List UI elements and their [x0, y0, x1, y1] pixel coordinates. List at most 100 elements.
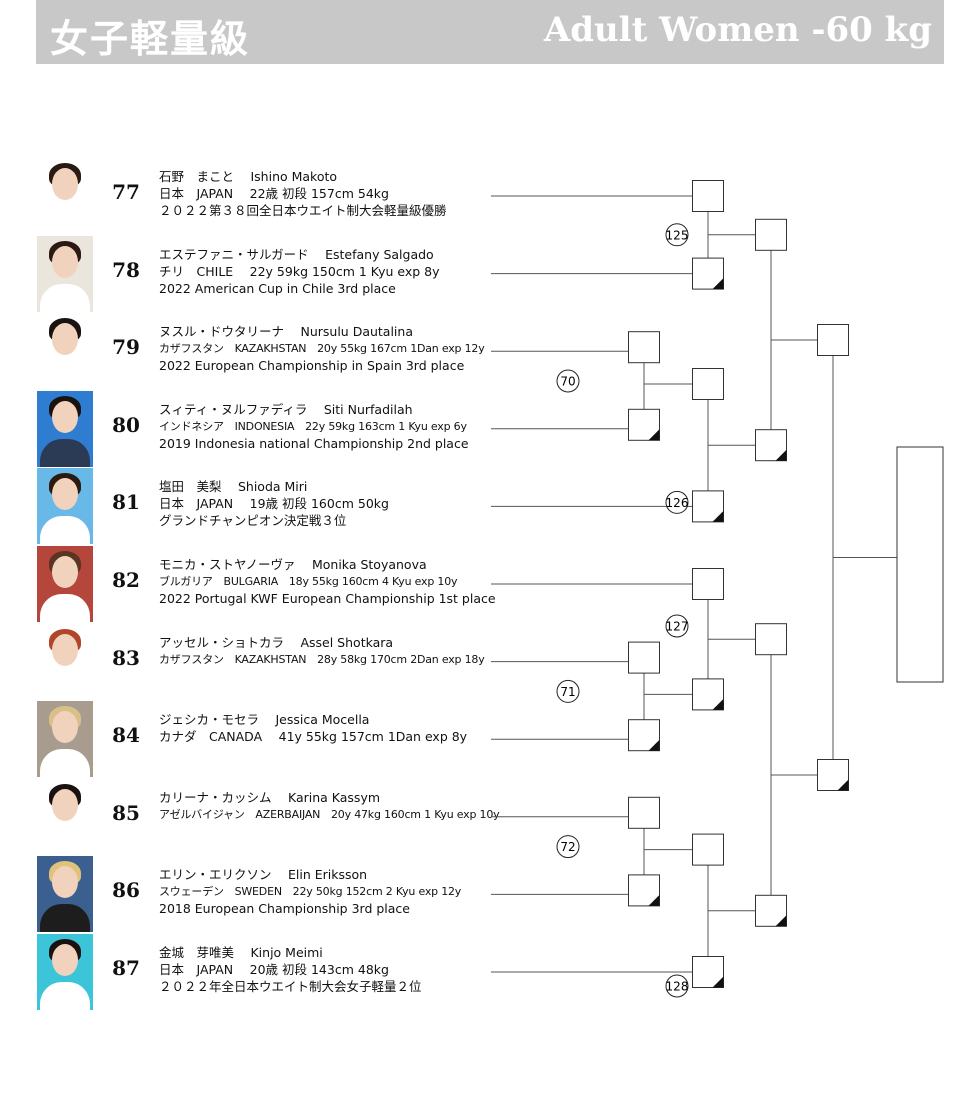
competitor-info: チリ CHILE 22y 59kg 150cm 1 Kyu exp 8y — [159, 263, 440, 279]
competitor-info: カザフスタン KAZAKHSTAN 28y 58kg 170cm 2Dan ex… — [159, 652, 485, 666]
match-number-label: 125 — [666, 228, 689, 242]
match-number-label: 71 — [560, 685, 575, 699]
competitor-photo — [37, 235, 93, 312]
competitor-name: 金城 芽唯美 Kinjo Meimi — [159, 945, 323, 960]
aka-corner-mark — [775, 449, 787, 461]
competitor-number: 87 — [112, 956, 140, 980]
competitor-name: ヌスル・ドウタリーナ Nursulu Dautalina — [159, 324, 413, 340]
match-number: 72 — [556, 835, 580, 859]
aka-corner-mark — [712, 278, 724, 290]
aka-corner-mark — [648, 894, 660, 906]
competitor-photo — [37, 778, 93, 855]
competitor-result: ２０２２第３８回全日本ウエイト制大会軽量級優勝 — [159, 203, 447, 218]
competitor-name: 石野 まこと Ishino Makoto — [159, 169, 338, 184]
competitor-photo — [37, 934, 93, 1010]
competitor-photo — [37, 623, 93, 700]
competitor-photo — [37, 856, 93, 933]
competitor-info: ブルガリア BULGARIA 18y 55kg 160cm 4 Kyu exp … — [159, 575, 458, 588]
photo-gi — [40, 361, 90, 390]
photo-gi — [40, 516, 90, 545]
competitor-number: 83 — [112, 645, 140, 670]
competitor-name: カリーナ・カッシム Karina Kassym — [159, 789, 381, 805]
photo-gi — [40, 438, 90, 467]
competitor-photo — [37, 313, 93, 390]
aka-corner-mark — [712, 698, 724, 710]
photo-gi — [40, 206, 90, 234]
photo-face — [52, 400, 78, 433]
competitor-photo — [37, 390, 93, 467]
aka-corner-mark — [648, 429, 660, 441]
competitor-number: 85 — [112, 800, 140, 825]
match-number-label: 126 — [666, 496, 689, 510]
bracket-box — [692, 180, 724, 212]
competitor-details: モニカ・ストヤノーヴァ Monika Stoyanova ブルガリア BULGAR… — [159, 556, 496, 607]
champion-box — [896, 446, 944, 683]
bracket-box — [692, 833, 724, 866]
photo-gi — [40, 671, 90, 700]
photo-gi — [40, 594, 90, 622]
competitor-name: スィティ・ヌルファディラ Siti Nurfadilah — [159, 401, 413, 417]
match-number-circle — [665, 614, 689, 638]
header-bar: 女子軽量級 Adult Women -60 kg — [36, 0, 944, 64]
photo-gi — [40, 749, 90, 778]
competitor-name: ジェシカ・モセラ Jessica Mocella — [159, 712, 370, 728]
competitor-name: エステファニ・サルガード Estefany Salgado — [159, 246, 434, 262]
competitor-photo — [37, 158, 93, 234]
photo-face — [52, 711, 78, 744]
competitor-row: 83 アッセル・ショトカラ Assel Shotkara カザフスタン KAZAKH… — [0, 623, 500, 702]
competitor-result: 2022 Portugal KWF European Championship … — [159, 591, 496, 606]
competitor-result: 2022 American Cup in Chile 3rd place — [159, 280, 396, 296]
match-number-circle — [556, 835, 580, 859]
competitor-info: カザフスタン KAZAKHSTAN 20y 55kg 167cm 1Dan ex… — [159, 342, 485, 356]
competitor-row: 82 モニカ・ストヤノーヴァ Monika Stoyanova ブルガリア BULG… — [0, 546, 500, 624]
match-number: 125 — [665, 223, 689, 247]
bracket-box — [692, 368, 724, 400]
aka-corner-mark — [775, 915, 787, 927]
bracket-box — [628, 331, 660, 364]
competitor-result: 2022 European Championship in Spain 3rd … — [159, 358, 465, 374]
photo-gi — [40, 982, 90, 1010]
photo-gi — [40, 283, 90, 312]
match-number-circle — [665, 974, 689, 998]
match-number: 70 — [556, 369, 580, 393]
bracket-box — [628, 796, 660, 829]
competitor-photo — [37, 701, 93, 778]
competitor-number: 80 — [112, 412, 140, 437]
match-number-circle — [665, 223, 689, 247]
competitor-name: エリン・エリクソン Elin Eriksson — [159, 867, 368, 883]
competitor-photo — [37, 546, 93, 622]
photo-face — [52, 478, 78, 511]
competitor-name: モニカ・ストヤノーヴァ Monika Stoyanova — [159, 557, 427, 572]
competitor-details: エリン・エリクソン Elin Eriksson スウェーデン SWEDEN 22y… — [159, 866, 461, 917]
match-number-label: 127 — [666, 620, 689, 634]
aka-corner-mark — [648, 739, 660, 751]
competitor-name: アッセル・ショトカラ Assel Shotkara — [159, 634, 394, 650]
photo-face — [52, 245, 78, 278]
match-number: 128 — [665, 974, 689, 998]
competitor-details: ヌスル・ドウタリーナ Nursulu Dautalina カザフスタン KAZAK… — [159, 323, 485, 374]
competitor-info: 日本 JAPAN 20歳 初段 143cm 48kg — [159, 962, 389, 977]
photo-face — [52, 866, 78, 899]
competitor-row: 87 金城 芽唯美 Kinjo Meimi 日本 JAPAN 20歳 初段 143c… — [0, 934, 500, 1012]
competitor-number: 81 — [112, 490, 140, 515]
competitor-photo — [37, 468, 93, 545]
competitor-result: 2019 Indonesia national Championship 2nd… — [159, 435, 469, 451]
aka-corner-mark — [712, 976, 724, 988]
competitor-info: スウェーデン SWEDEN 22y 50kg 152cm 2 Kyu exp 1… — [159, 885, 462, 899]
competitor-number: 82 — [112, 568, 140, 592]
aka-corner-mark — [837, 779, 849, 791]
match-number-label: 128 — [666, 980, 689, 994]
